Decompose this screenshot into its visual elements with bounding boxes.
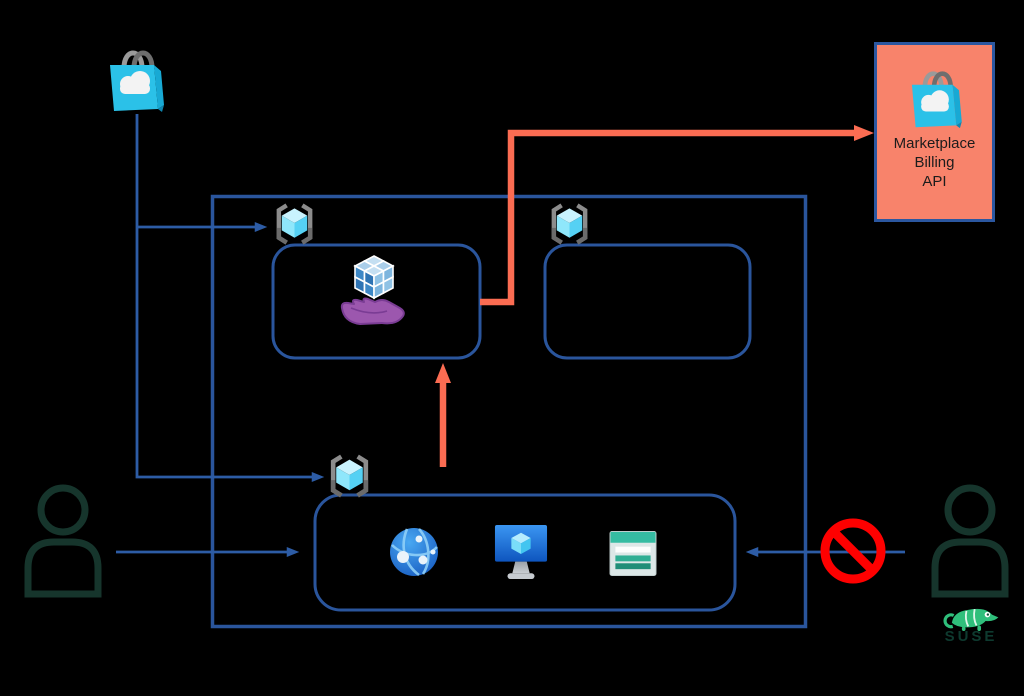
virtual-machine-icon	[494, 524, 548, 582]
prohibition-icon	[819, 517, 887, 585]
azure-marketplace-bag-icon	[101, 36, 169, 114]
billing-api-label: Marketplace Billing API	[893, 135, 976, 191]
app-service-icon	[388, 526, 440, 578]
resources-box	[313, 493, 737, 612]
azure-marketplace-bag-icon	[904, 58, 966, 130]
arrow-bag-to-container-badge-3	[135, 114, 325, 482]
person-icon	[930, 482, 1010, 598]
container-instance-icon	[271, 201, 318, 247]
suse-wordmark: SUSE	[944, 628, 998, 645]
arrow-managed-app-to-billing-api	[480, 125, 874, 306]
person-icon	[23, 482, 103, 598]
kubernetes-service-icon	[338, 254, 408, 328]
marketplace-billing-api-node: Marketplace Billing API	[874, 42, 995, 222]
table-list-icon	[609, 531, 657, 576]
suse-chameleon-icon	[938, 600, 1004, 631]
container-instance-icon	[546, 201, 593, 247]
container-instance-icon	[325, 452, 374, 500]
empty-box	[543, 243, 752, 360]
